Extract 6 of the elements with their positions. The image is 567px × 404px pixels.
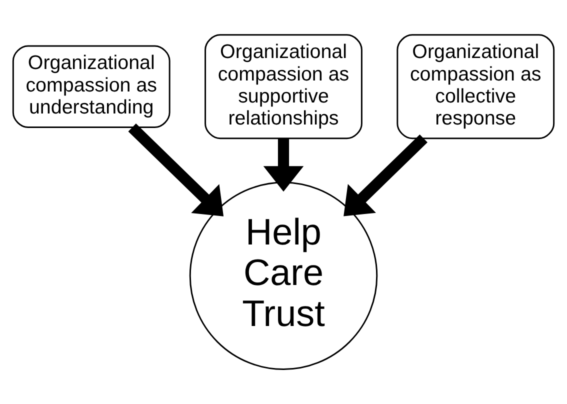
node-box: Organizational compassion as supportive relationships — [204, 34, 362, 140]
node-box: Organizational compassion as understanding — [12, 45, 170, 128]
arrow — [128, 124, 224, 216]
arrow — [263, 138, 304, 192]
arrow — [344, 134, 428, 216]
node-box: Organizational compassion as collective response — [396, 34, 555, 140]
